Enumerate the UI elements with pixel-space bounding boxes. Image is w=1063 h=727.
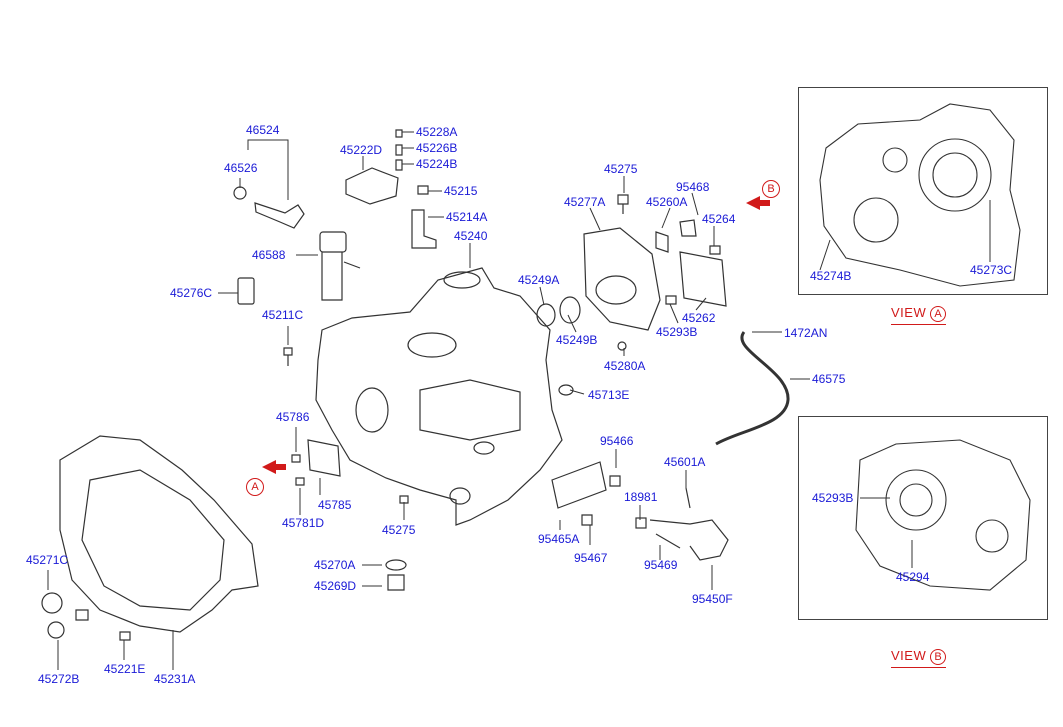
part-label-46524[interactable]: 46524 — [246, 123, 280, 137]
part-label-45785[interactable]: 45785 — [318, 498, 352, 512]
part-label-45231A[interactable]: 45231A — [154, 672, 196, 686]
part-label-45271C[interactable]: 45271C — [26, 553, 69, 567]
view-a-caption-text: VIEW — [891, 305, 927, 320]
part-label-45240[interactable]: 45240 — [454, 229, 488, 243]
part-label-95450F[interactable]: 95450F — [692, 592, 733, 606]
part-label-45264[interactable]: 45264 — [702, 212, 736, 226]
part-label-45713E[interactable]: 45713E — [588, 388, 630, 402]
part-label-45786[interactable]: 45786 — [276, 410, 310, 424]
part-label-45269D[interactable]: 45269D — [314, 579, 357, 593]
part-label-45228A[interactable]: 45228A — [416, 125, 458, 139]
part-label-95467[interactable]: 95467 — [574, 551, 608, 565]
part-label-45293B[interactable]: 45293B — [656, 325, 698, 339]
part-label-45221E[interactable]: 45221E — [104, 662, 146, 676]
part-label-45275-upper[interactable]: 45275 — [604, 162, 638, 176]
part-label-45272B[interactable]: 45272B — [38, 672, 80, 686]
part-label-45274B[interactable]: 45274B — [810, 269, 852, 283]
part-label-45224B[interactable]: 45224B — [416, 157, 458, 171]
view-b-caption-text: VIEW — [891, 648, 927, 663]
part-label-45781D[interactable]: 45781D — [282, 516, 325, 530]
part-label-45222D[interactable]: 45222D — [340, 143, 383, 157]
part-label-46575[interactable]: 46575 — [812, 372, 846, 386]
part-label-45276C[interactable]: 45276C — [170, 286, 213, 300]
view-b-panel — [798, 416, 1048, 620]
view-b-caption-letter: B — [930, 649, 947, 665]
part-label-45215[interactable]: 45215 — [444, 184, 478, 198]
part-label-45260A[interactable]: 45260A — [646, 195, 688, 209]
part-label-45280A[interactable]: 45280A — [604, 359, 646, 373]
part-label-45273C[interactable]: 45273C — [970, 263, 1013, 277]
part-label-95465A[interactable]: 95465A — [538, 532, 580, 546]
view-a-panel — [798, 87, 1048, 295]
part-label-45249B[interactable]: 45249B — [556, 333, 598, 347]
part-label-45293B-view[interactable]: 45293B — [812, 491, 854, 505]
part-label-45294[interactable]: 45294 — [896, 570, 930, 584]
part-label-46526[interactable]: 46526 — [224, 161, 258, 175]
view-a-caption-letter: A — [930, 306, 947, 322]
part-label-45226B[interactable]: 45226B — [416, 141, 458, 155]
view-b-tag: B — [762, 180, 780, 198]
part-label-95466[interactable]: 95466 — [600, 434, 634, 448]
view-a-tag: A — [246, 478, 264, 496]
part-label-46588[interactable]: 46588 — [252, 248, 286, 262]
part-label-45211C[interactable]: 45211C — [262, 308, 304, 322]
part-label-45270A[interactable]: 45270A — [314, 558, 356, 572]
part-label-95469[interactable]: 95469 — [644, 558, 678, 572]
part-label-1472AN[interactable]: 1472AN — [784, 326, 828, 340]
part-label-45275-lower[interactable]: 45275 — [382, 523, 416, 537]
part-label-18981[interactable]: 18981 — [624, 490, 658, 504]
part-label-95468[interactable]: 95468 — [676, 180, 710, 194]
part-label-45214A[interactable]: 45214A — [446, 210, 488, 224]
part-label-45262[interactable]: 45262 — [682, 311, 716, 325]
part-label-45249A[interactable]: 45249A — [518, 273, 560, 287]
part-label-45601A[interactable]: 45601A — [664, 455, 706, 469]
part-label-45277A[interactable]: 45277A — [564, 195, 606, 209]
